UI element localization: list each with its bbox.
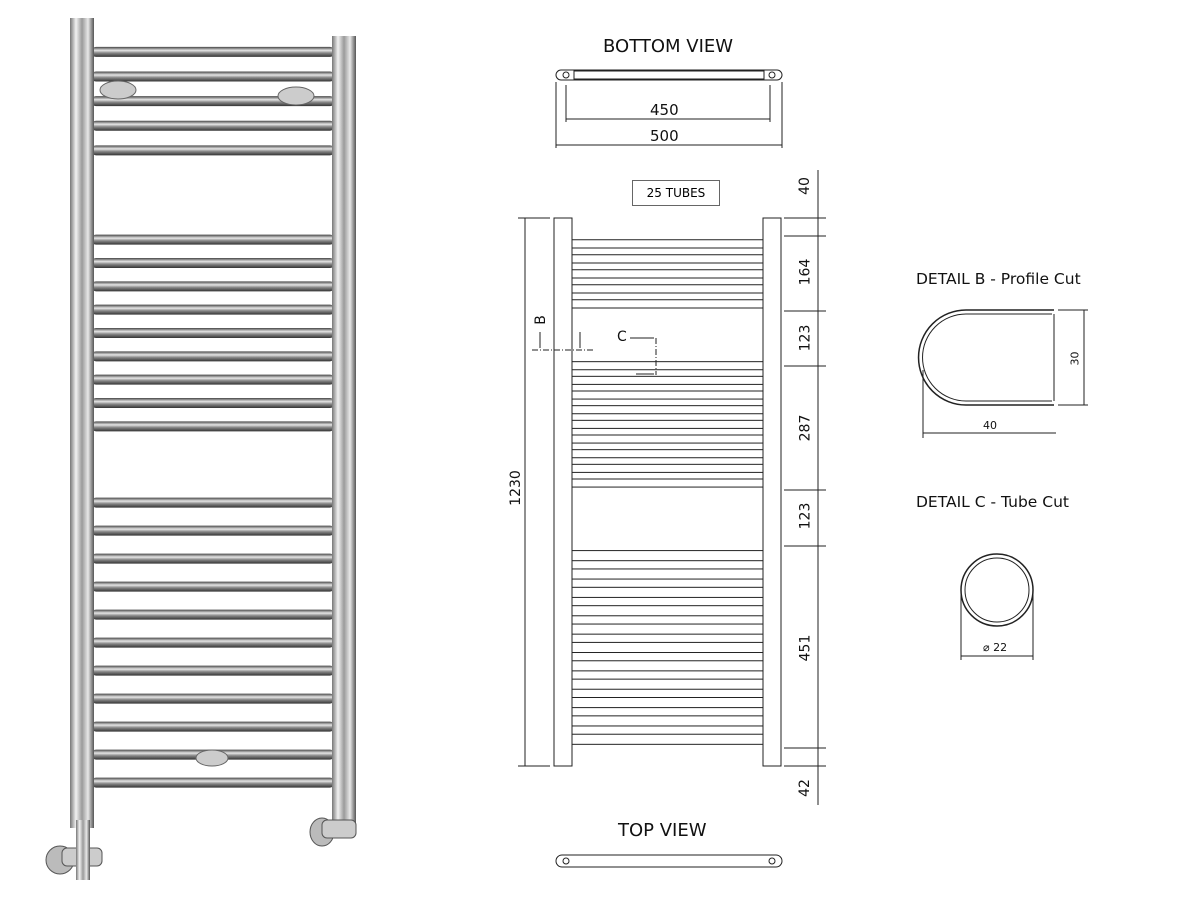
bottom-view-drawing bbox=[555, 69, 783, 148]
front-tube bbox=[571, 284, 764, 294]
dim-451: 451 bbox=[797, 634, 814, 662]
front-tube bbox=[571, 641, 764, 654]
photo-tube bbox=[92, 374, 334, 385]
photo-tube bbox=[92, 398, 334, 408]
front-right-rail bbox=[762, 217, 782, 767]
section-mark-b: B bbox=[532, 315, 549, 325]
tube-count-label: 25 TUBES bbox=[632, 180, 720, 206]
detail-b-height: 30 bbox=[1068, 351, 1082, 366]
front-tube bbox=[571, 568, 764, 580]
detail-c-diameter: ⌀ 22 bbox=[983, 641, 1008, 654]
dim-500: 500 bbox=[650, 127, 679, 145]
photo-tube bbox=[92, 71, 334, 82]
front-tube bbox=[571, 660, 764, 672]
photo-tube bbox=[92, 553, 334, 564]
dim-287: 287 bbox=[797, 414, 814, 442]
front-tube bbox=[571, 254, 764, 264]
front-tube bbox=[571, 405, 764, 415]
photo-tube bbox=[92, 96, 334, 107]
front-tube bbox=[571, 605, 764, 617]
photo-tube bbox=[92, 637, 334, 648]
front-tube bbox=[571, 434, 764, 444]
front-tube bbox=[571, 449, 764, 459]
photo-tube bbox=[92, 777, 334, 788]
dim-164: 164 bbox=[797, 258, 814, 286]
front-tube bbox=[571, 478, 764, 488]
photo-tube bbox=[92, 120, 334, 131]
photo-tube bbox=[92, 421, 334, 432]
front-tube bbox=[571, 375, 764, 385]
right-rail bbox=[332, 36, 356, 826]
photo-tube bbox=[92, 721, 334, 732]
detail-b-title: DETAIL B - Profile Cut bbox=[916, 270, 1081, 288]
front-tube bbox=[571, 239, 764, 249]
dim-123-lower: 123 bbox=[797, 502, 814, 530]
photo-tube bbox=[92, 693, 334, 704]
top-view-drawing bbox=[555, 854, 783, 868]
photo-tube bbox=[92, 258, 334, 268]
front-tube bbox=[571, 586, 764, 598]
front-tube bbox=[571, 463, 764, 473]
dim-123-upper: 123 bbox=[797, 324, 814, 352]
front-left-rail bbox=[553, 217, 573, 767]
front-tube bbox=[571, 733, 764, 745]
detail-b-width: 40 bbox=[983, 419, 997, 432]
front-tube bbox=[571, 361, 764, 371]
front-tube bbox=[571, 623, 764, 635]
dim-42: 42 bbox=[796, 779, 813, 797]
dim-450: 450 bbox=[650, 101, 679, 119]
front-tube bbox=[571, 299, 764, 309]
photo-tube bbox=[92, 581, 334, 592]
tube-cut-drawing bbox=[960, 553, 1034, 660]
bottom-view-title: BOTTOM VIEW bbox=[603, 36, 734, 57]
dim-1230: 1230 bbox=[507, 470, 524, 506]
section-mark-c: C bbox=[617, 329, 627, 345]
photo-tube bbox=[92, 145, 334, 156]
detail-c-title: DETAIL C - Tube Cut bbox=[916, 493, 1069, 511]
left-rail bbox=[70, 18, 94, 828]
valve-icon bbox=[45, 80, 357, 880]
dim-40: 40 bbox=[796, 177, 813, 195]
front-tube bbox=[571, 419, 764, 429]
photo-tube bbox=[92, 234, 334, 245]
top-view-title: TOP VIEW bbox=[618, 820, 707, 841]
front-view-tubes bbox=[571, 239, 764, 745]
profile-cut-drawing bbox=[917, 309, 1088, 438]
photo-tube bbox=[92, 46, 334, 57]
photo-tube bbox=[92, 328, 334, 338]
front-tube bbox=[571, 697, 764, 709]
front-tube bbox=[571, 269, 764, 279]
front-tube bbox=[571, 715, 764, 727]
photo-tube bbox=[92, 281, 334, 292]
photo-tube bbox=[92, 665, 334, 676]
front-tube bbox=[571, 390, 764, 400]
photo-tube bbox=[92, 351, 334, 362]
photo-tube bbox=[92, 609, 334, 620]
front-tube bbox=[571, 678, 764, 690]
front-tube bbox=[571, 550, 764, 562]
photo-tube bbox=[92, 525, 334, 536]
photo-tube bbox=[92, 497, 334, 508]
photo-tube bbox=[92, 304, 334, 315]
